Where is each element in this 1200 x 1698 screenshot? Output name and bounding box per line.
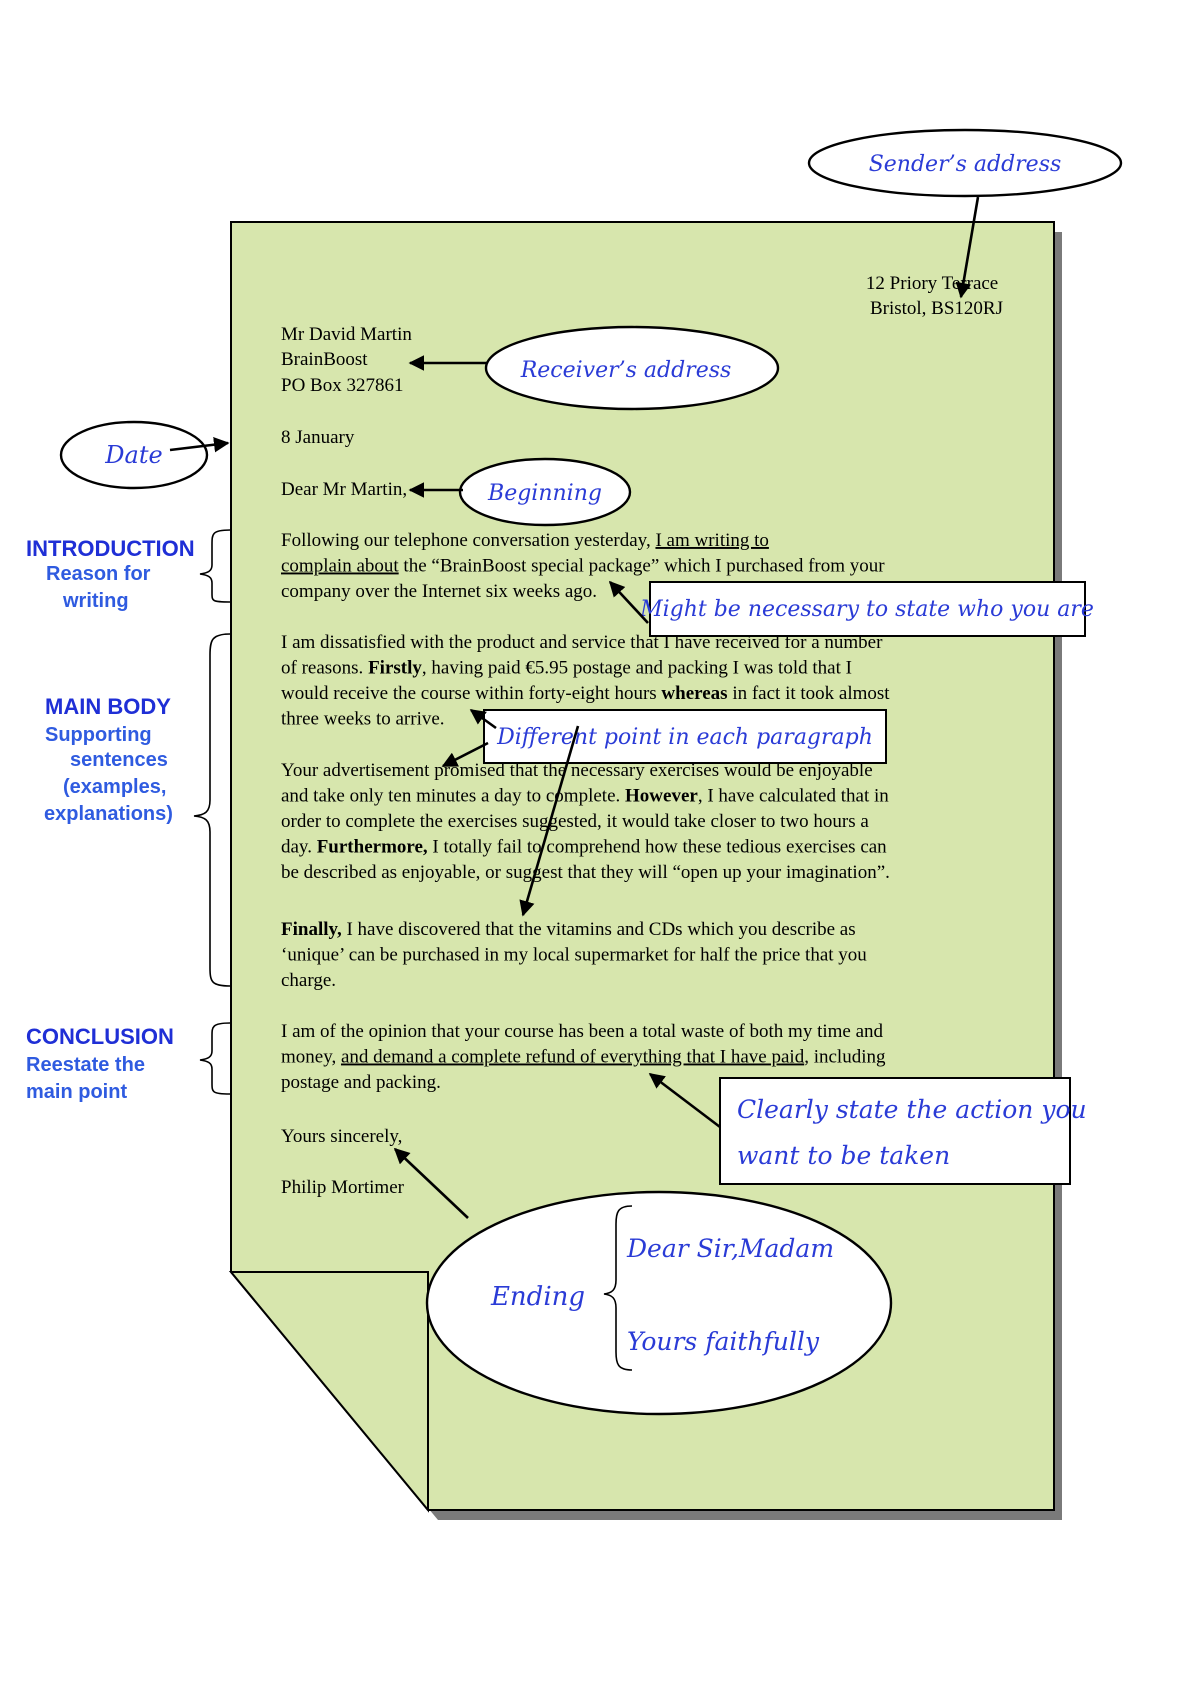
letter-text-run: Following our telephone conversation yes… [281, 530, 655, 551]
introduction-brace [199, 529, 231, 603]
beginning-callout: Beginning [408, 457, 632, 527]
letter-text-run: I am of the opinion that your course has… [281, 1021, 884, 1042]
letter-text-run: company over the Internet six weeks ago. [281, 581, 597, 602]
ending-callout: Ending Dear Sir,Madam Yours faithfully [393, 1147, 893, 1416]
letter-text-run: , including [804, 1047, 886, 1068]
letter-text-run: in fact it took almost [728, 683, 891, 704]
body-paragraph-2: Your advertisement promised that the nec… [281, 760, 890, 883]
svg-text:Might be necessary to state wh: Might be necessary to state who you are [639, 597, 1094, 622]
body-paragraph-1: I am dissatisfied with the product and s… [281, 632, 890, 730]
senders-address-callout: Sender’s address [807, 128, 1123, 299]
letter-line: day. Furthermore, I totally fail to comp… [281, 837, 887, 858]
conclusion-brace [199, 1022, 231, 1095]
action-callout-text: Clearly state the action you want to be … [737, 1095, 1095, 1170]
letter-line: three weeks to arrive. [281, 709, 445, 730]
letter-text-run: I totally fail to comprehend how these t… [428, 837, 888, 858]
letter-line: Following our telephone conversation yes… [281, 530, 769, 551]
letter-signature: Philip Mortimer [281, 1177, 405, 1198]
conclusion-subtitle: Reestate the main point [26, 1054, 151, 1103]
letter-text-run: complain about [281, 556, 399, 577]
letter-text-run: whereas [661, 683, 727, 704]
body-paragraph-3: Finally, I have discovered that the vita… [281, 919, 867, 991]
letter-text-run: day. [281, 837, 317, 858]
letter-line: I am of the opinion that your course has… [281, 1021, 884, 1042]
section-labels: INTRODUCTION Reason for writing MAIN BOD… [26, 536, 195, 1103]
letter-paper [228, 221, 1062, 1520]
section-braces [193, 529, 231, 1095]
letter-text-run: postage and packing. [281, 1072, 441, 1093]
svg-text:Different point in each paragr: Different point in each paragraph [496, 725, 873, 750]
letter-line: money, and demand a complete refund of e… [281, 1047, 886, 1068]
letter-line: and take only ten minutes a day to compl… [281, 786, 889, 807]
conclusion-paragraph: I am of the opinion that your course has… [281, 1021, 886, 1093]
letter-line: would receive the course within forty-ei… [281, 683, 890, 704]
letter-text-run: the “BrainBoost special package” which I… [399, 556, 886, 577]
letter-text-run: I am dissatisfied with the product and s… [281, 632, 883, 653]
receivers-address-callout: Receiver’s address [408, 325, 780, 411]
folded-corner [228, 1271, 429, 1513]
letter-text-run: be described as enjoyable, or suggest th… [281, 862, 890, 883]
letter-text-run: money, [281, 1047, 341, 1068]
letter-line: I am dissatisfied with the product and s… [281, 632, 883, 653]
letter-line: complain about the “BrainBoost special p… [281, 556, 885, 577]
letter-text-run: Firstly [368, 658, 422, 679]
letter-text-run: Your advertisement promised that the nec… [281, 760, 873, 781]
letter-closing: Yours sincerely, [281, 1126, 402, 1147]
annotations: Sender’s address Receiver’s address Date… [59, 128, 1123, 1416]
letter-body: 12 Priory Terrace Bristol, BS120RJ Mr Da… [281, 273, 1003, 1198]
letter-text-run: of reasons. [281, 658, 368, 679]
letter-line: Finally, I have discovered that the vita… [281, 919, 856, 940]
letter-date: 8 January [281, 427, 355, 448]
letter-line: charge. [281, 970, 336, 991]
svg-text:Date: Date [104, 441, 162, 469]
letter-line: postage and packing. [281, 1072, 441, 1093]
svg-text:Ending: Ending [490, 1282, 585, 1312]
letter-text-run: Furthermore, [317, 837, 428, 858]
letter-line: of reasons. Firstly, having paid €5.95 p… [281, 658, 852, 679]
letter-text-run: and take only ten minutes a day to compl… [281, 786, 625, 807]
letter-text-run: I am writing to [655, 530, 768, 551]
svg-text:Dear Sir,Madam: Dear Sir,Madam [626, 1234, 834, 1263]
letter-line: ‘unique’ can be purchased in my local su… [281, 945, 867, 966]
letter-text-run: , I have calculated that in [698, 786, 889, 807]
letter-line: be described as enjoyable, or suggest th… [281, 862, 890, 883]
main-body-heading: MAIN BODY [45, 694, 171, 719]
intro-paragraph: Following our telephone conversation yes… [281, 530, 885, 602]
letter-text-run: I have discovered that the vitamins and … [342, 919, 856, 940]
letter-text-run: three weeks to arrive. [281, 709, 445, 730]
letter-greeting: Dear Mr Martin, [281, 479, 407, 500]
letter-line: Your advertisement promised that the nec… [281, 760, 873, 781]
letter-text-run: order to complete the exercises suggeste… [281, 811, 869, 832]
letter-line: order to complete the exercises suggeste… [281, 811, 869, 832]
different-point-callout: Different point in each paragraph [441, 708, 887, 917]
letter-text-run: would receive the course within forty-ei… [281, 683, 661, 704]
main-body-brace [193, 633, 231, 987]
letter-text-run: However [625, 786, 698, 807]
introduction-subtitle: Reason for writing [46, 563, 156, 612]
svg-text:Receiver’s address: Receiver’s address [520, 358, 732, 383]
conclusion-heading: CONCLUSION [26, 1024, 174, 1049]
date-callout: Date [59, 420, 230, 490]
letter-text-run: ‘unique’ can be purchased in my local su… [281, 945, 867, 966]
svg-text:Beginning: Beginning [487, 481, 602, 506]
svg-text:Yours faithfully: Yours faithfully [627, 1327, 820, 1356]
letter-line: company over the Internet six weeks ago. [281, 581, 597, 602]
letter-text-run: and demand a complete refund of everythi… [341, 1047, 805, 1068]
svg-text:Sender’s address: Sender’s address [869, 152, 1062, 177]
letter-text-run: Finally, [281, 919, 342, 940]
action-callout: Clearly state the action you want to be … [648, 1072, 1095, 1185]
receiver-address: Mr David Martin BrainBoost PO Box 327861 [281, 324, 417, 396]
main-body-subtitle: Supporting sentences (examples, explanat… [44, 724, 173, 825]
letter-text-run: charge. [281, 970, 336, 991]
who-you-are-callout: Might be necessary to state who you are [608, 580, 1094, 637]
introduction-heading: INTRODUCTION [26, 536, 195, 561]
letter-text-run: , having paid €5.95 postage and packing … [422, 658, 852, 679]
